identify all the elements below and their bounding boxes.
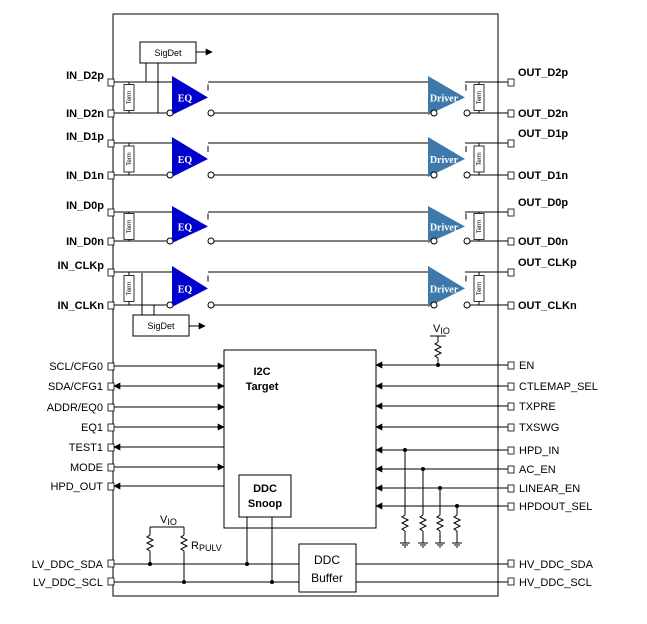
right-control-pins: EN CTLEMAP_SEL TXPRE TXSWG HPD_IN AC_EN LINEAR… (375, 360, 598, 513)
driver-label-2: Driver (430, 223, 459, 234)
eq-triangle-3 (172, 266, 208, 307)
term-in-label-2: Term (127, 220, 133, 233)
pin-in-p-0: IN_D2p (66, 70, 104, 82)
pull-down-resistors (400, 448, 462, 548)
pin-right-ctrl-1: CTLEMAP_SEL (519, 381, 598, 393)
pin-left-ctrl-6: HPD_OUT (50, 481, 103, 493)
i2c-label-2: Target (246, 381, 279, 393)
term-out-label-3: Term (477, 282, 483, 295)
pin-right-ctrl-2: TXPRE (519, 401, 556, 413)
pin-hv-ddc-scl: HV_DDC_SCL (519, 577, 592, 589)
pin-left-ctrl-4: TEST1 (69, 442, 103, 454)
pin-in-n-3: IN_CLKn (58, 300, 105, 312)
vio-top-label: VIO (433, 323, 450, 336)
driver-label-3: Driver (430, 285, 459, 296)
ddc-snoop-label-2: Snoop (248, 498, 282, 510)
term-out-label-2: Term (477, 220, 483, 233)
driver-triangle-3 (428, 266, 465, 307)
pin-left-ctrl-1: SDA/CFG1 (48, 381, 103, 393)
term-in-label-0: Term (127, 91, 133, 104)
eq-label-1: EQ (178, 155, 193, 166)
pin-right-ctrl-7: HPDOUT_SEL (519, 501, 592, 513)
ddc-buffer-label-2: Buffer (311, 571, 343, 585)
i2c-label-1: I2C (253, 366, 270, 378)
pin-in-n-1: IN_D1n (66, 170, 104, 182)
ddc-snoop-block (238, 474, 292, 518)
pin-in-n-2: IN_D0n (66, 236, 104, 248)
term-in-label-1: Term (127, 152, 133, 165)
eq-triangle-2 (172, 206, 208, 243)
pin-lv-ddc-scl: LV_DDC_SCL (33, 577, 103, 589)
sigdet-bottom-label: SigDet (147, 321, 175, 331)
pin-out-n-3: OUT_CLKn (518, 300, 577, 312)
pin-out-p-3: OUT_CLKp (518, 257, 577, 269)
pin-out-n-0: OUT_D2n (518, 108, 568, 120)
pin-out-n-1: OUT_D1n (518, 170, 568, 182)
pin-lv-ddc-sda: LV_DDC_SDA (32, 559, 104, 571)
pin-in-p-3: IN_CLKp (58, 260, 105, 272)
sigdet-top-label: SigDet (154, 48, 182, 58)
driver-triangle-0 (428, 76, 465, 115)
pin-left-ctrl-5: MODE (70, 462, 103, 474)
pin-left-ctrl-0: SCL/CFG0 (49, 361, 103, 373)
eq-label-3: EQ (178, 285, 193, 296)
ddc-buffer-label-1: DDC (314, 553, 340, 567)
pin-out-p-1: OUT_D1p (518, 128, 568, 140)
vio-bottom-label: VIO (160, 514, 177, 527)
pulldown-resistor-1 (418, 514, 428, 532)
driver-label-0: Driver (430, 94, 459, 105)
eq-label-2: EQ (178, 223, 193, 234)
pin-in-n-0: IN_D2n (66, 108, 104, 120)
pin-left-ctrl-2: ADDR/EQ0 (47, 402, 103, 414)
pulldown-resistor-2 (435, 514, 445, 532)
pin-right-ctrl-6: LINEAR_EN (519, 483, 580, 495)
pin-in-p-2: IN_D0p (66, 200, 104, 212)
pin-left-ctrl-3: EQ1 (81, 422, 103, 434)
pin-hv-ddc-sda: HV_DDC_SDA (519, 559, 594, 571)
pulldown-resistor-3 (452, 514, 462, 532)
pulldown-resistor-0 (400, 514, 410, 532)
eq-label-0: EQ (178, 94, 193, 105)
pin-right-ctrl-5: AC_EN (519, 464, 556, 476)
pin-in-p-1: IN_D1p (66, 131, 104, 143)
pin-out-p-0: OUT_D2p (518, 67, 568, 79)
i2c-target-block (223, 349, 377, 529)
pin-right-ctrl-0: EN (519, 360, 534, 372)
eq-triangle-1 (172, 137, 208, 177)
rpulv-label: RPULV (191, 540, 222, 553)
eq-triangle-0 (172, 76, 208, 115)
driver-label-1: Driver (430, 155, 459, 166)
ddc-snoop-label-1: DDC (253, 483, 277, 495)
pin-out-p-2: OUT_D0p (518, 197, 568, 209)
term-out-label-1: Term (477, 152, 483, 165)
pin-right-ctrl-4: HPD_IN (519, 445, 559, 457)
ddc-buffer-block (298, 543, 357, 593)
driver-triangle-1 (428, 137, 465, 177)
term-out-label-0: Term (477, 91, 483, 104)
term-in-label-3: Term (127, 282, 133, 295)
pin-out-n-2: OUT_D0n (518, 236, 568, 248)
driver-triangle-2 (428, 206, 465, 243)
pin-right-ctrl-3: TXSWG (519, 422, 559, 434)
